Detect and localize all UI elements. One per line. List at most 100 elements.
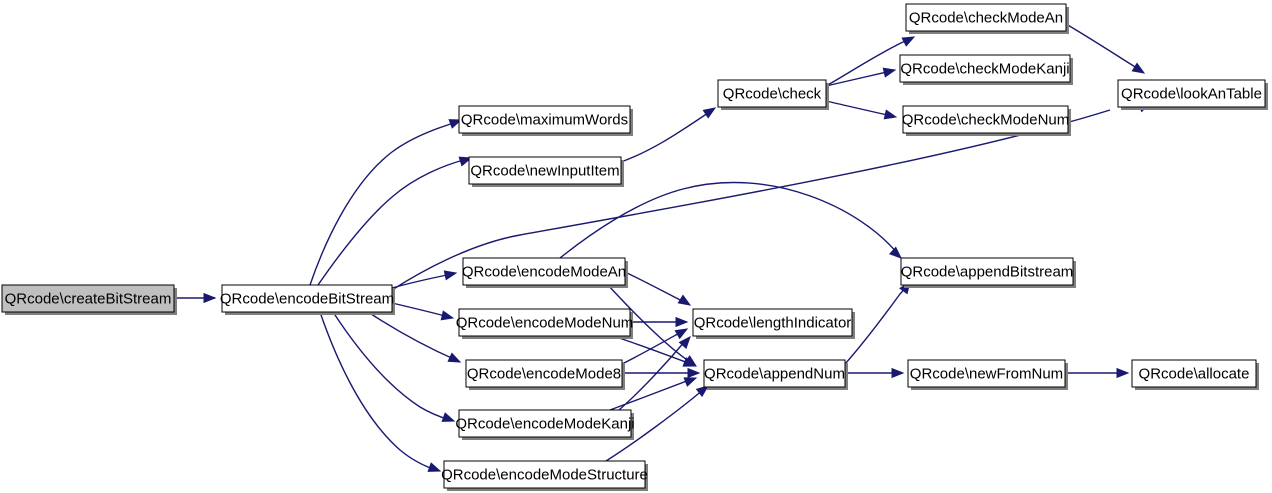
node-box[interactable] [692, 308, 853, 337]
edge-encodeBitStream-to-encodeModeNum [391, 302, 450, 318]
arrowhead-icon [203, 292, 217, 304]
arrowhead-icon [1131, 62, 1146, 74]
arrowhead-icon [458, 156, 473, 167]
arrowhead-icon [448, 119, 463, 129]
graph-node-createBitStream[interactable]: QRcode\createBitStream [1, 284, 177, 315]
arrowhead-icon [883, 109, 898, 120]
arrowhead-icon [447, 352, 462, 363]
node-box[interactable] [900, 257, 1074, 286]
edge-encodeBitStream-to-encodeModeStructure [319, 311, 437, 471]
node-box[interactable] [899, 54, 1071, 83]
arrowhead-icon [695, 385, 710, 398]
node-label: QRcode\newFromNum [910, 365, 1063, 382]
graph-node-appendBitstream[interactable]: QRcode\appendBitstream [900, 257, 1076, 288]
graph-node-encodeMode8[interactable]: QRcode\encodeMode8 [465, 359, 625, 390]
graph-node-allocate[interactable]: QRcode\allocate [1131, 359, 1259, 390]
arrowhead-layer [203, 36, 1152, 472]
node-label: QRcode\newInputItem [470, 162, 619, 179]
graph-node-encodeModeNum[interactable]: QRcode\encodeModeNum [456, 308, 634, 339]
node-label: QRcode\encodeModeStructure [441, 466, 648, 483]
arrowhead-icon [682, 357, 697, 367]
node-box[interactable] [1117, 79, 1266, 108]
arrowhead-icon [901, 36, 916, 47]
graph-node-lengthIndicator[interactable]: QRcode\lengthIndicator [692, 308, 855, 339]
graph-node-checkModeKanji[interactable]: QRcode\checkModeKanji [899, 54, 1073, 85]
graph-node-newInputItem[interactable]: QRcode\newInputItem [468, 156, 624, 187]
arrowhead-icon [677, 294, 692, 306]
node-label: QRcode\encodeModeNum [456, 314, 634, 331]
edge-encodeModeStructure-to-appendNum [605, 388, 705, 462]
graph-node-check[interactable]: QRcode\check [717, 79, 829, 110]
arrowhead-icon [441, 412, 456, 422]
edge-encodeBitStream-to-newInputItem [317, 158, 468, 286]
edge-newInputItem-to-check [620, 110, 712, 163]
node-box[interactable] [458, 409, 632, 438]
node-box[interactable] [443, 460, 646, 489]
edge-encodeModeAn-to-lengthIndicator [624, 271, 687, 304]
graph-node-lookAnTable[interactable]: QRcode\lookAnTable [1117, 79, 1268, 110]
edge-encodeModeAn-to-appendNum [607, 284, 691, 363]
arrowhead-icon [427, 462, 442, 472]
node-box[interactable] [907, 359, 1066, 388]
graph-node-newFromNum[interactable]: QRcode\newFromNum [907, 359, 1068, 390]
node-box[interactable] [1131, 359, 1257, 388]
graph-node-encodeModeStructure[interactable]: QRcode\encodeModeStructure [441, 460, 648, 491]
node-label: QRcode\encodeModeAn [462, 263, 626, 280]
node-label: QRcode\maximumWords [461, 111, 628, 128]
node-label: QRcode\appendBitstream [901, 263, 1074, 280]
node-label: QRcode\checkModeKanji [900, 60, 1069, 77]
arrowhead-icon [675, 316, 689, 328]
edge-encodeBitStream-to-maximumWords [309, 121, 458, 286]
node-box[interactable] [717, 79, 827, 108]
node-box[interactable] [703, 359, 846, 388]
node-box[interactable] [465, 359, 623, 388]
edge-encodeBitStream-to-encodeMode8 [367, 311, 457, 361]
graph-node-checkModeNum[interactable]: QRcode\checkModeNum [902, 105, 1071, 136]
node-box[interactable] [902, 105, 1069, 134]
edge-check-to-checkModeKanji [825, 70, 892, 87]
graph-node-checkModeAn[interactable]: QRcode\checkModeAn [905, 3, 1069, 34]
edge-encodeBitStream-to-lookAnTable [391, 109, 1111, 291]
graph-node-encodeBitStream[interactable]: QRcode\encodeBitStream [220, 284, 395, 315]
arrowhead-icon [1116, 367, 1130, 379]
node-label: QRcode\encodeBitStream [220, 290, 394, 307]
node-box[interactable] [905, 3, 1067, 32]
graph-node-appendNum[interactable]: QRcode\appendNum [703, 359, 848, 390]
arrowhead-icon [889, 246, 903, 259]
arrowhead-icon [678, 335, 691, 350]
arrowhead-icon [687, 367, 701, 379]
edge-check-to-checkModeNum [825, 100, 893, 117]
graph-node-encodeModeKanji[interactable]: QRcode\encodeModeKanji [455, 409, 635, 440]
node-layer: QRcode\createBitStream QRcode\encodeBitSt… [1, 3, 1268, 491]
node-box[interactable] [458, 105, 631, 134]
edge-checkModeAn-to-lookAnTable [1065, 23, 1141, 71]
arrowhead-icon [683, 377, 698, 387]
edge-check-to-checkModeAn [825, 37, 912, 87]
node-box[interactable] [458, 308, 631, 337]
node-box[interactable] [462, 257, 626, 286]
edge-encodeModeKanji-to-lengthIndicator [618, 339, 687, 411]
edge-encodeModeNum-to-appendNum [612, 335, 692, 365]
arrowhead-icon [674, 328, 689, 340]
node-label: QRcode\appendNum [704, 365, 845, 382]
node-box[interactable] [221, 284, 393, 313]
arrowhead-icon [440, 310, 455, 321]
node-label: QRcode\encodeModeKanji [455, 415, 634, 432]
node-label: QRcode\allocate [1139, 365, 1250, 382]
node-label: QRcode\createBitStream [5, 290, 172, 307]
node-label: QRcode\checkModeNum [902, 111, 1070, 128]
graph-node-maximumWords[interactable]: QRcode\maximumWords [458, 105, 633, 136]
edge-layer [174, 23, 1141, 471]
node-box[interactable] [1, 284, 175, 313]
node-label: QRcode\check [723, 85, 822, 102]
arrowhead-icon [882, 67, 897, 78]
node-box[interactable] [468, 156, 622, 185]
edge-encodeBitStream-to-encodeModeAn [391, 273, 453, 289]
edge-encodeModeKanji-to-appendNum [609, 378, 693, 411]
graph-node-encodeModeAn[interactable]: QRcode\encodeModeAn [462, 257, 628, 288]
arrowhead-icon [443, 270, 458, 281]
node-label: QRcode\lookAnTable [1121, 85, 1262, 102]
node-label: QRcode\encodeMode8 [467, 365, 621, 382]
